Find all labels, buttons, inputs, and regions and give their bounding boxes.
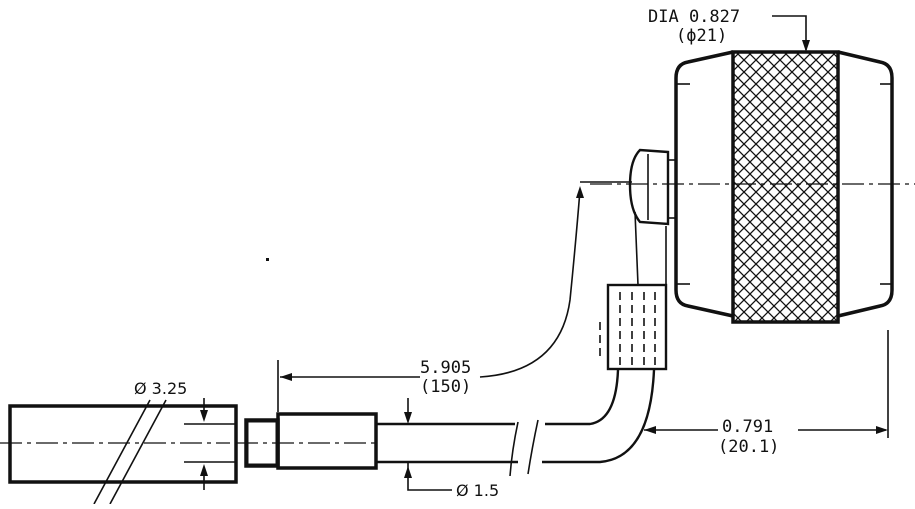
dim-length-inch: 5.905 xyxy=(420,358,471,378)
dim-offset: 0.791 (20.1) xyxy=(644,330,889,457)
centerlines xyxy=(0,183,915,444)
cable xyxy=(376,369,656,477)
dim-tube-dia-label: Ø 3.25 xyxy=(134,379,187,398)
dim-dia-mm: (ϕ21) xyxy=(676,26,727,46)
dim-connector-dia: DIA 0.827 (ϕ21) xyxy=(648,7,810,52)
dim-offset-inch: 0.791 xyxy=(722,417,773,437)
dim-cable-dia: Ø 1.5 xyxy=(404,398,499,500)
dim-cable-length: 5.905 (150) xyxy=(277,181,632,412)
dim-offset-mm: (20.1) xyxy=(718,437,779,457)
ferrule xyxy=(599,283,668,371)
tube xyxy=(8,399,238,505)
side-cap xyxy=(628,148,676,226)
stray-mark xyxy=(266,258,269,261)
dim-length-mm: (150) xyxy=(420,377,471,397)
dim-cable-dia-label: Ø 1.5 xyxy=(456,481,499,500)
dim-tube-dia: Ø 3.25 xyxy=(134,379,208,490)
crimp-sleeve xyxy=(244,412,378,470)
knurled-sleeve xyxy=(731,50,840,324)
dim-dia-inch: DIA 0.827 xyxy=(648,7,740,27)
